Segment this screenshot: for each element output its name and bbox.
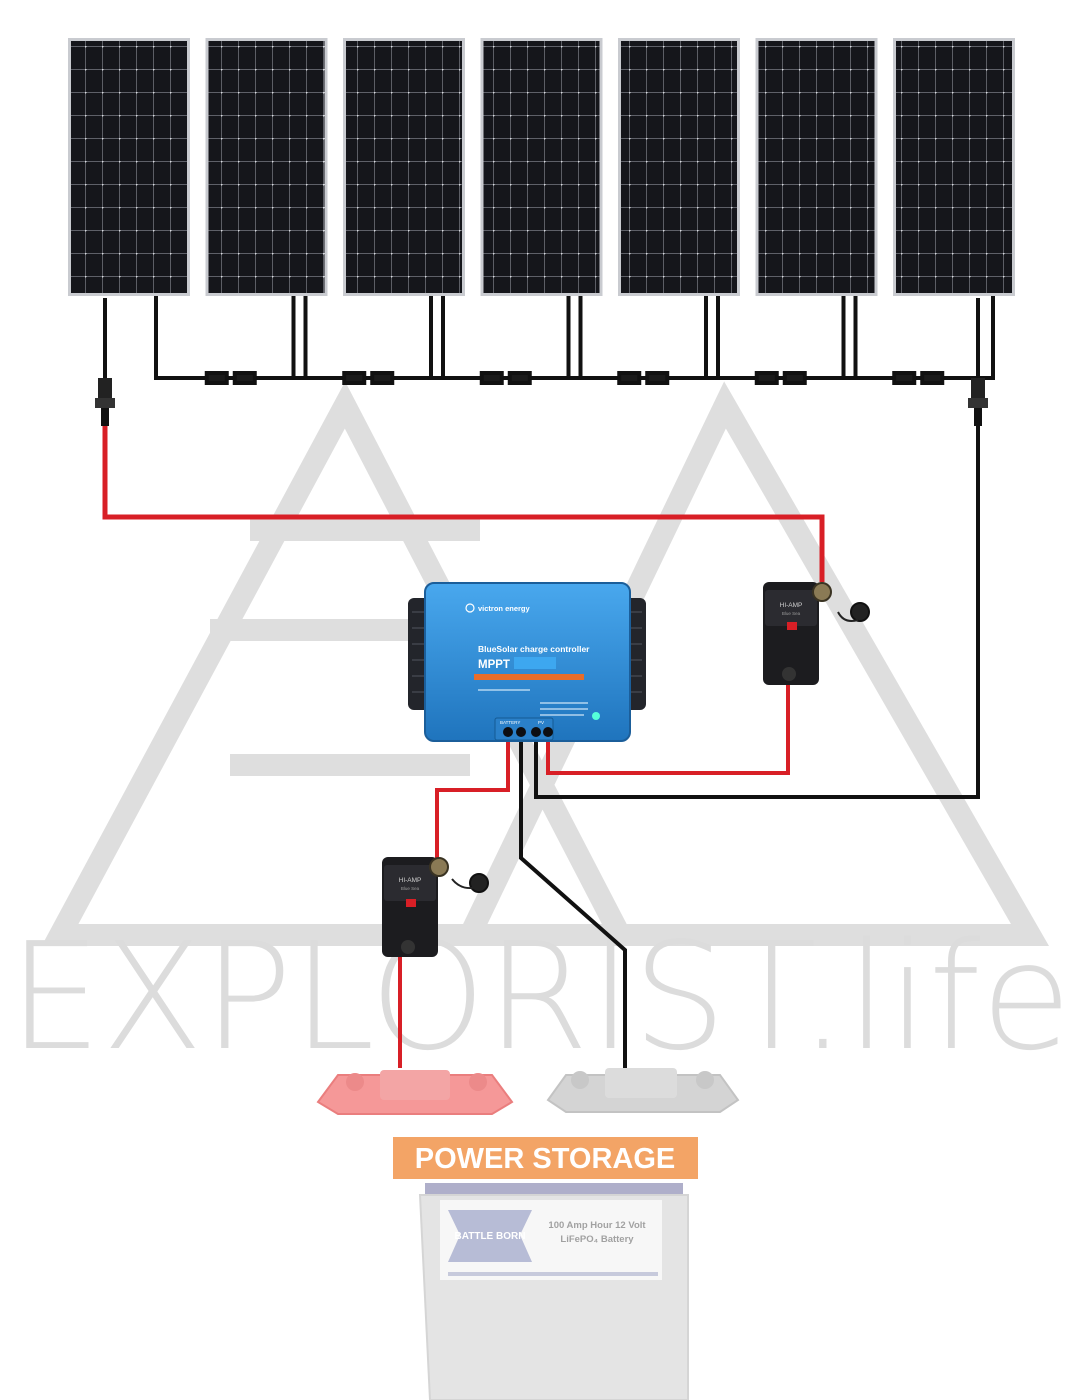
power-storage-label: POWER STORAGE <box>415 1143 676 1175</box>
power-storage-label-bg <box>393 1137 698 1179</box>
controller-spec-lines <box>478 689 588 716</box>
solar-panel-1 <box>68 38 190 296</box>
series-lead-2 <box>291 296 445 380</box>
battery-brand: BATTLE BORN <box>455 1231 526 1242</box>
series-lead-5 <box>704 296 858 380</box>
solar-panels <box>68 38 1015 296</box>
series-lead-1 <box>154 296 308 380</box>
battery-breaker: HI-AMP Blue Sea <box>382 857 489 957</box>
solar-panel-4 <box>480 38 603 296</box>
mc4-connector-pair-2 <box>342 371 395 385</box>
negative-busbar <box>546 1068 740 1113</box>
series-lead-6 <box>841 296 995 380</box>
series-leads <box>154 296 995 385</box>
battery-breaker-sub: Blue Sea <box>401 886 420 891</box>
pv-positive-wire <box>102 425 825 582</box>
positive-busbar <box>316 1070 514 1115</box>
pv-negative-wire <box>534 425 980 799</box>
controller-to-battery-breaker-wire <box>435 738 510 858</box>
pv-breaker-to-controller-wire <box>546 683 790 775</box>
mc4-connector-pair-4 <box>617 371 670 385</box>
mc4-connector-pair-5 <box>754 371 807 385</box>
series-lead-4 <box>566 296 720 380</box>
battery-title-line1: 100 Amp Hour 12 Volt <box>548 1220 646 1231</box>
battery: BATTLE BORN 100 Amp Hour 12 Volt LiFePO₄… <box>418 1183 689 1400</box>
controller-status-led-icon <box>592 712 600 720</box>
solar-panel-3 <box>343 38 465 296</box>
charge-controller: victron energy BlueSolar charge controll… <box>408 582 646 742</box>
pv-breaker-sub: Blue Sea <box>782 611 801 616</box>
controller-to-battery-negative-wire <box>519 738 627 1068</box>
victron-logo-icon <box>465 603 475 613</box>
mc4-connector-pair-3 <box>479 371 532 385</box>
series-lead-3 <box>429 296 583 380</box>
pv-breaker-label: HI-AMP <box>780 602 803 609</box>
battery-breaker-label: HI-AMP <box>399 877 422 884</box>
mc4-connector-pair-1 <box>204 371 257 385</box>
controller-battery-label: BATTERY <box>500 720 520 725</box>
solar-panel-7 <box>893 38 1015 296</box>
watermark-text: EXPLORIST.life <box>8 911 1072 1083</box>
mc4-connector-positive <box>95 378 115 426</box>
controller-title: BlueSolar charge controller <box>478 644 590 654</box>
controller-terminals <box>503 727 553 737</box>
mc4-connector-negative <box>968 378 988 426</box>
pv-breaker: HI-AMP Blue Sea <box>763 582 870 685</box>
controller-model: MPPT <box>478 659 510 671</box>
watermark-e-bars <box>210 519 480 776</box>
mc4-connector-pair-6 <box>892 371 945 385</box>
controller-pv-label: PV <box>538 720 544 725</box>
solar-panel-5 <box>618 38 740 296</box>
solar-panel-6 <box>755 38 878 296</box>
battle-born-logo-icon <box>448 1210 532 1262</box>
controller-brand: victron energy <box>478 604 531 613</box>
solar-panel-2 <box>205 38 328 296</box>
controller-orange-stripe <box>474 674 584 680</box>
battery-title-line2: LiFePO₄ Battery <box>560 1234 634 1245</box>
controller-model-badge <box>514 657 556 669</box>
